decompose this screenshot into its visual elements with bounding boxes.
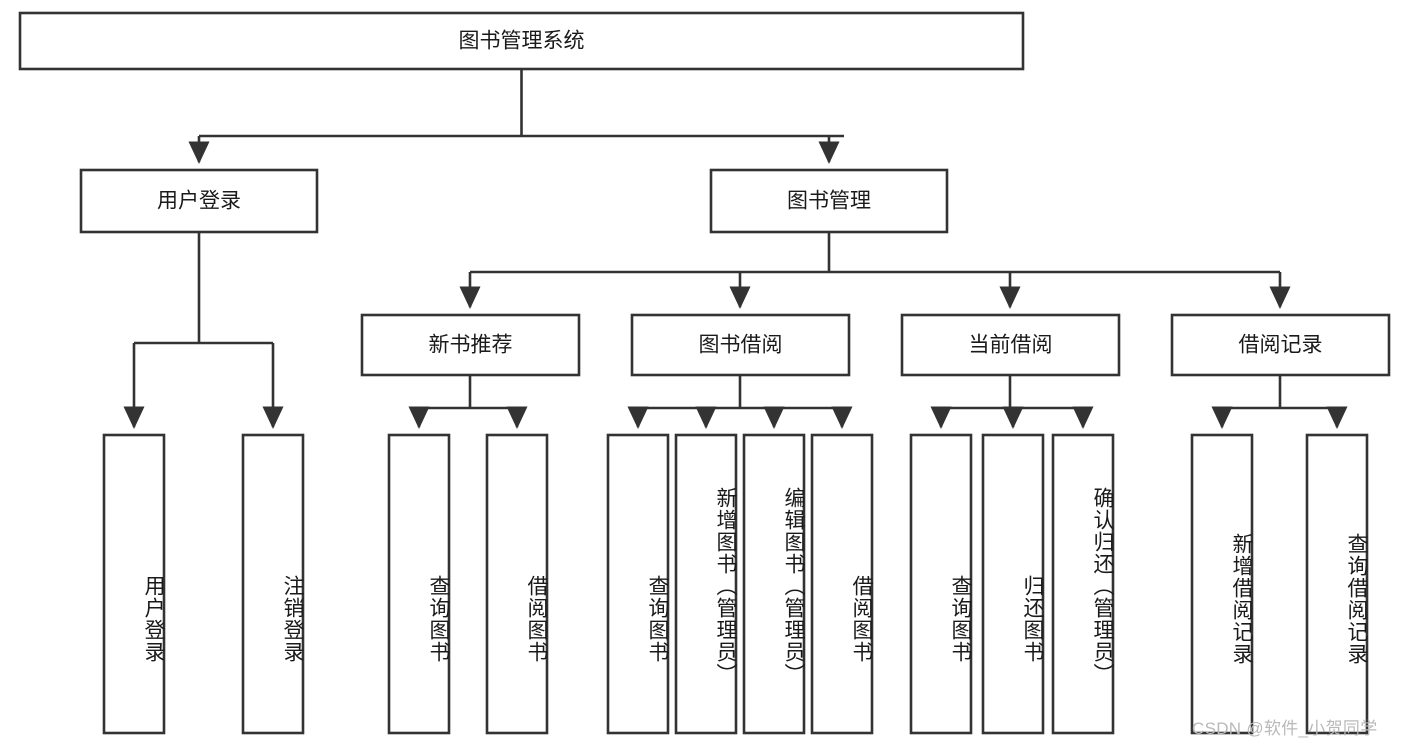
node-leaf-edit-book-box[interactable] (742, 433, 806, 735)
node-new-book-rec-box[interactable] (360, 313, 581, 377)
node-borrow-record[interactable]: 借阅记录 (1170, 313, 1391, 377)
node-user-login-box[interactable] (79, 168, 319, 234)
node-book-borrow-label: 图书借阅 (699, 334, 783, 357)
node-current-borrow-label: 当前借阅 (969, 334, 1053, 357)
node-leaf-query-book-2-box[interactable] (606, 433, 670, 735)
node-root-label: 图书管理系统 (459, 30, 585, 53)
node-user-login[interactable]: 用户登录 (79, 168, 319, 234)
node-book-manage-box[interactable] (709, 168, 949, 234)
node-current-borrow-box[interactable] (900, 313, 1121, 377)
node-leaf-borrow-book-2-box[interactable] (810, 433, 874, 735)
node-root[interactable]: 图书管理系统 (18, 11, 1025, 71)
node-borrow-record-box[interactable] (1170, 313, 1391, 377)
node-leaf-query-book-3-box[interactable] (909, 433, 973, 735)
node-leaf-borrow-book-1-box[interactable] (485, 433, 549, 735)
node-leaf-query-book-1-box[interactable] (387, 433, 451, 735)
node-borrow-record-label: 借阅记录 (1239, 334, 1323, 357)
node-leaf-add-book-box[interactable] (674, 433, 738, 735)
node-user-login-label: 用户登录 (157, 190, 241, 213)
node-book-borrow[interactable]: 图书借阅 (630, 313, 851, 377)
node-current-borrow[interactable]: 当前借阅 (900, 313, 1121, 377)
node-layer: 图书管理系统 用户登录 图书管理 新书推荐 图书借阅 当前 (18, 11, 1391, 735)
node-leaf-return-book-box[interactable] (981, 433, 1045, 735)
connector-layer (123, 69, 1348, 429)
node-leaf-add-record-box[interactable] (1190, 433, 1254, 735)
node-new-book-rec-label: 新书推荐 (429, 334, 513, 357)
node-leaf-logout-box[interactable] (241, 433, 305, 735)
node-new-book-rec[interactable]: 新书推荐 (360, 313, 581, 377)
node-leaf-confirm-return-box[interactable] (1051, 433, 1115, 735)
node-book-manage[interactable]: 图书管理 (709, 168, 949, 234)
node-root-box[interactable] (18, 11, 1025, 71)
node-book-borrow-box[interactable] (630, 313, 851, 377)
node-leaf-query-record-box[interactable] (1305, 433, 1369, 735)
csdn-watermark: CSDN @软件_小贺同学 (1192, 719, 1378, 738)
node-book-manage-label: 图书管理 (787, 190, 871, 213)
node-leaf-user-login-box[interactable] (102, 433, 166, 735)
